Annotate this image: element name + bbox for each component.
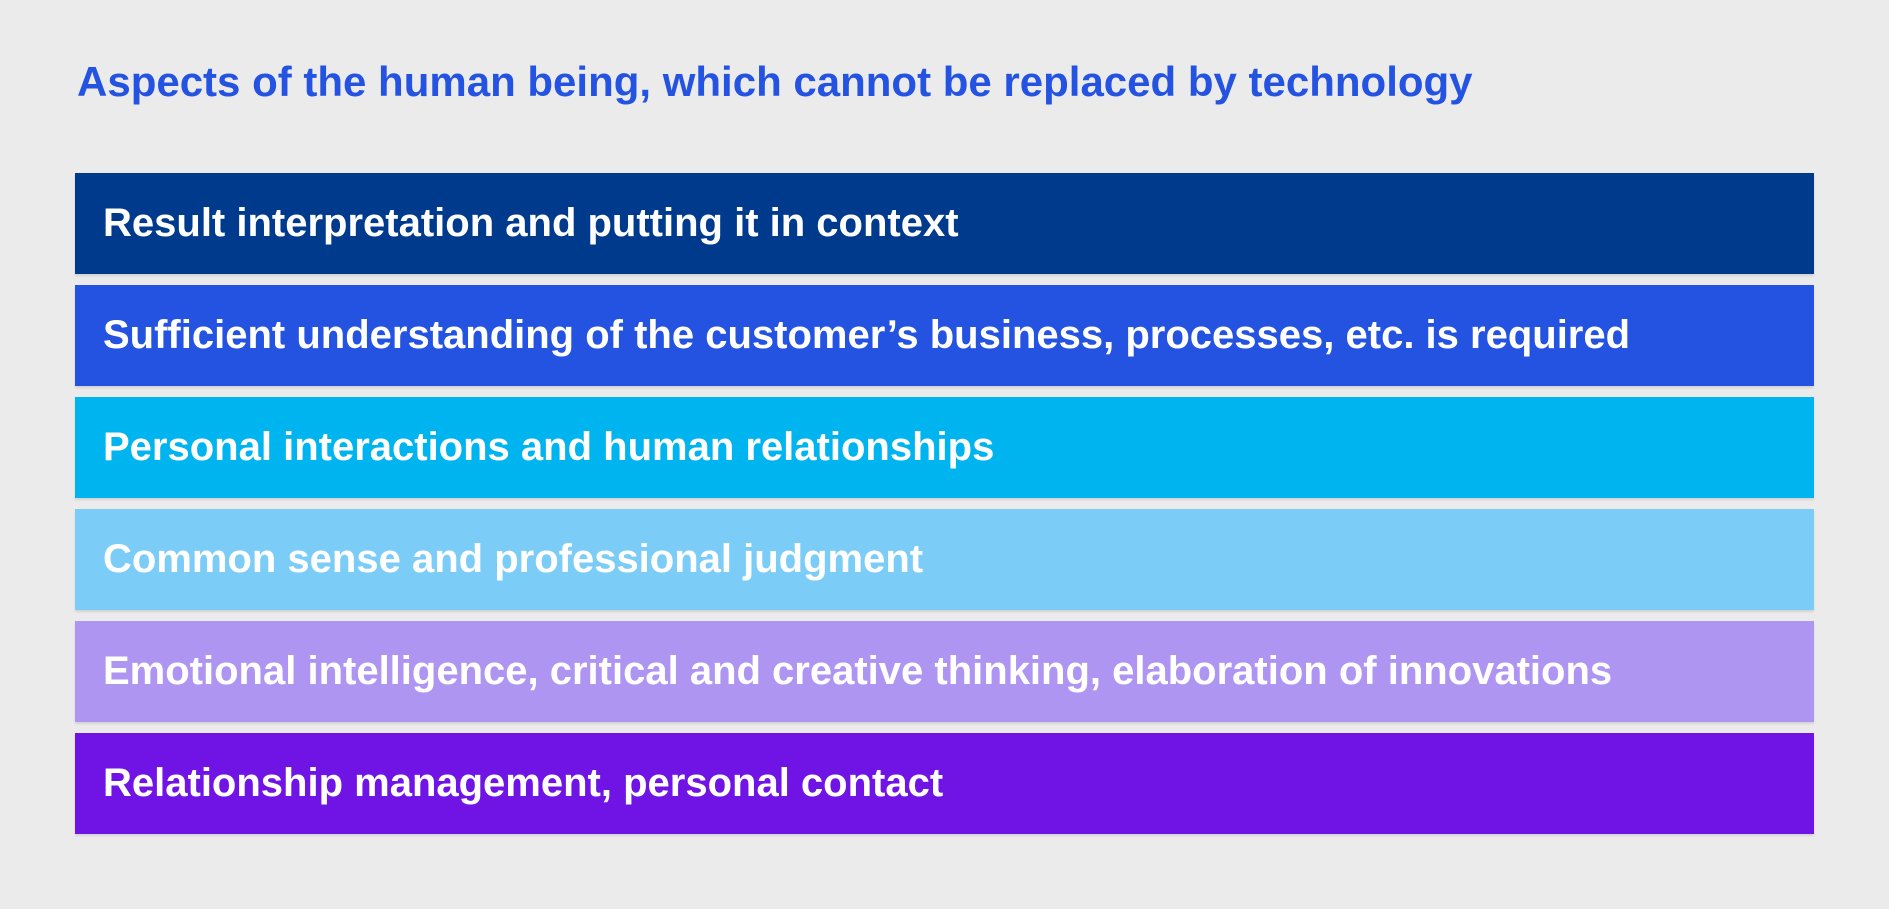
bar-personal-interactions: Personal interactions and human relation… bbox=[75, 397, 1814, 498]
bar-customer-understanding: Sufficient understanding of the customer… bbox=[75, 285, 1814, 386]
bar-emotional-intelligence: Emotional intelligence, critical and cre… bbox=[75, 621, 1814, 722]
bar-label: Emotional intelligence, critical and cre… bbox=[103, 649, 1613, 693]
bar-list: Result interpretation and putting it in … bbox=[75, 173, 1814, 845]
bar-label: Sufficient understanding of the customer… bbox=[103, 313, 1631, 357]
page-title: Aspects of the human being, which cannot… bbox=[77, 58, 1473, 105]
bar-common-sense: Common sense and professional judgment bbox=[75, 509, 1814, 610]
bar-relationship-management: Relationship management, personal contac… bbox=[75, 733, 1814, 834]
bar-label: Relationship management, personal contac… bbox=[103, 761, 944, 805]
bar-label: Result interpretation and putting it in … bbox=[103, 201, 959, 245]
bar-label: Common sense and professional judgment bbox=[103, 537, 924, 581]
bar-label: Personal interactions and human relation… bbox=[103, 425, 995, 469]
bar-result-interpretation: Result interpretation and putting it in … bbox=[75, 173, 1814, 274]
